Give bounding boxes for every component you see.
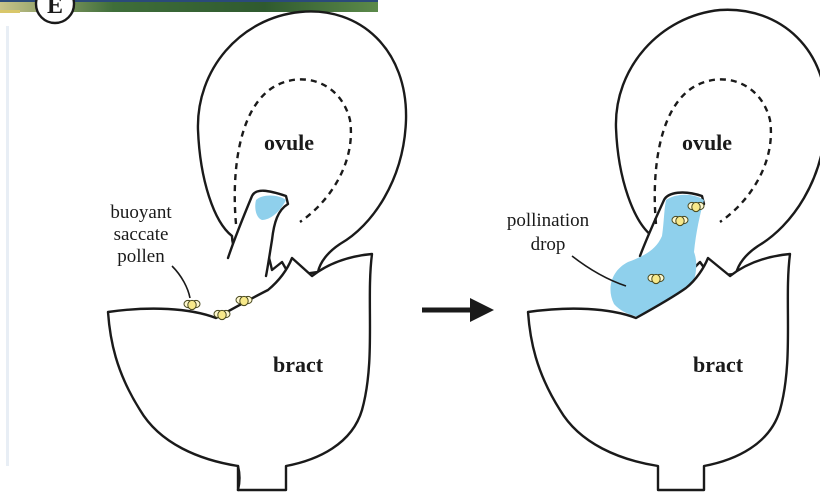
pollen-label-line-1: buoyant: [110, 202, 172, 223]
right-panel: ovule bract pollination drop: [507, 10, 820, 490]
right-ovule-label: ovule: [682, 130, 732, 155]
drop-label-line-2: drop: [531, 234, 566, 255]
panel-badge: E: [36, 0, 74, 23]
right-bract-label: bract: [693, 352, 744, 377]
pollen-label-line-2: saccate: [114, 224, 169, 245]
right-arrow: [422, 298, 494, 322]
drop-label-line-1: pollination: [507, 210, 590, 231]
pollen-label-line-3: pollen: [117, 246, 165, 267]
panel-letter: E: [47, 0, 63, 19]
left-bract-outline: [108, 254, 372, 490]
left-panel: ovule bract buoyant saccate pollen: [108, 11, 406, 490]
left-ovule-label: ovule: [264, 130, 314, 155]
left-bract-label: bract: [273, 352, 324, 377]
